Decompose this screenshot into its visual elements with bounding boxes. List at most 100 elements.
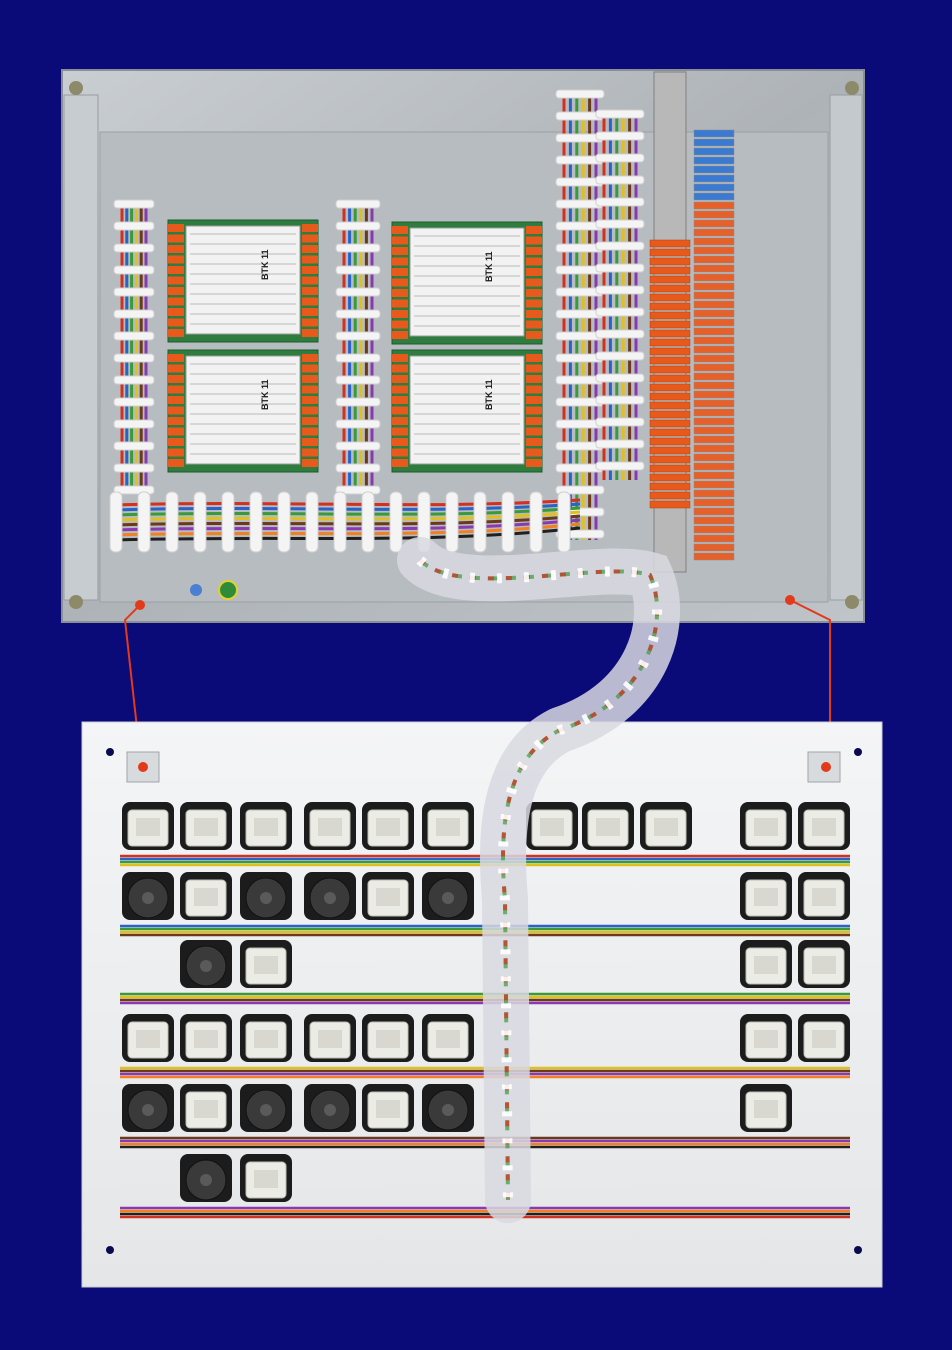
ground-stud bbox=[190, 580, 238, 600]
push-button bbox=[422, 1014, 474, 1062]
push-button bbox=[740, 940, 792, 988]
terminal bbox=[526, 299, 542, 308]
cable-clip bbox=[501, 491, 515, 553]
terminal-block bbox=[693, 552, 735, 561]
terminal bbox=[392, 310, 408, 318]
terminal bbox=[168, 245, 184, 253]
ground-wire-right bbox=[789, 599, 831, 760]
cable-clip bbox=[335, 353, 381, 363]
cable-clip bbox=[595, 175, 645, 185]
terminal-block bbox=[649, 320, 691, 329]
terminal-block bbox=[649, 356, 691, 365]
cable-clip bbox=[557, 491, 571, 553]
cable-clip bbox=[335, 309, 381, 319]
push-button bbox=[798, 802, 850, 850]
terminal bbox=[168, 287, 184, 295]
terminal bbox=[168, 224, 184, 232]
terminal-block bbox=[693, 453, 735, 462]
cable-clip bbox=[595, 439, 645, 449]
terminal-block bbox=[649, 410, 691, 419]
rotary-switch bbox=[180, 940, 232, 988]
terminal bbox=[392, 257, 408, 266]
terminal bbox=[392, 226, 408, 234]
cable-clip bbox=[113, 309, 155, 319]
wire bbox=[109, 518, 581, 532]
terminal bbox=[168, 385, 184, 394]
cable-clip bbox=[305, 491, 319, 553]
terminal bbox=[302, 396, 318, 404]
rotary-switch bbox=[422, 872, 474, 920]
cable-clip bbox=[555, 485, 605, 495]
terminal-block bbox=[693, 246, 735, 255]
terminal bbox=[302, 297, 318, 306]
terminal bbox=[302, 459, 318, 467]
terminal-block bbox=[693, 543, 735, 552]
cable-clip bbox=[113, 243, 155, 253]
terminal-block bbox=[649, 347, 691, 356]
cable-clip bbox=[335, 419, 381, 429]
push-button bbox=[180, 802, 232, 850]
terminal-block bbox=[693, 480, 735, 489]
mounting-hole bbox=[106, 748, 114, 756]
terminal bbox=[168, 364, 184, 373]
terminal bbox=[526, 236, 542, 245]
cable-clip bbox=[113, 199, 155, 209]
cable-clip bbox=[595, 109, 645, 119]
terminal-block bbox=[693, 138, 735, 147]
rotary-switch bbox=[240, 872, 292, 920]
terminal bbox=[302, 354, 318, 362]
rotary-switch bbox=[304, 1084, 356, 1132]
terminal bbox=[392, 375, 408, 383]
terminal bbox=[526, 268, 542, 276]
terminal-block bbox=[649, 266, 691, 275]
rotary-switch bbox=[304, 872, 356, 920]
cable-clip bbox=[445, 491, 459, 553]
push-button bbox=[240, 1014, 292, 1062]
push-button bbox=[740, 1084, 792, 1132]
terminal-block bbox=[649, 473, 691, 482]
terminal bbox=[302, 375, 318, 383]
cable-clip bbox=[113, 397, 155, 407]
cable-ladder bbox=[555, 89, 605, 540]
terminal-block bbox=[693, 183, 735, 192]
terminal-block bbox=[693, 318, 735, 327]
terminal bbox=[526, 396, 542, 404]
terminal bbox=[392, 268, 408, 276]
terminal bbox=[168, 255, 184, 264]
module-label: BTK 11 bbox=[484, 379, 494, 410]
cable-clip bbox=[113, 353, 155, 363]
terminal-block bbox=[693, 489, 735, 498]
screw bbox=[845, 595, 859, 609]
cable-clip bbox=[595, 153, 645, 163]
cable-clip bbox=[595, 307, 645, 317]
terminal bbox=[526, 459, 542, 467]
terminal-block bbox=[693, 264, 735, 273]
terminal bbox=[302, 427, 318, 436]
terminal bbox=[168, 406, 184, 415]
push-button bbox=[740, 1014, 792, 1062]
terminal-block bbox=[693, 426, 735, 435]
cable-clip bbox=[249, 491, 263, 553]
relay-module: BTK 11 bbox=[167, 219, 319, 343]
cable-clip bbox=[335, 375, 381, 385]
terminal bbox=[392, 396, 408, 404]
screw bbox=[69, 595, 83, 609]
terminal-block bbox=[693, 273, 735, 282]
ground-wires bbox=[123, 595, 831, 760]
push-button bbox=[422, 802, 474, 850]
push-button bbox=[362, 1014, 414, 1062]
ground-wire-left bbox=[123, 604, 141, 756]
terminal-block bbox=[693, 516, 735, 525]
terminal bbox=[526, 417, 542, 425]
terminal-block bbox=[649, 275, 691, 284]
terminal-block bbox=[649, 302, 691, 311]
terminal-block bbox=[693, 390, 735, 399]
cable-clip bbox=[335, 463, 381, 473]
terminal bbox=[168, 318, 184, 327]
terminal-block bbox=[649, 464, 691, 473]
cable-clip bbox=[335, 265, 381, 275]
cable-clip bbox=[335, 221, 381, 231]
mounting-hole bbox=[854, 748, 862, 756]
push-button bbox=[180, 872, 232, 920]
